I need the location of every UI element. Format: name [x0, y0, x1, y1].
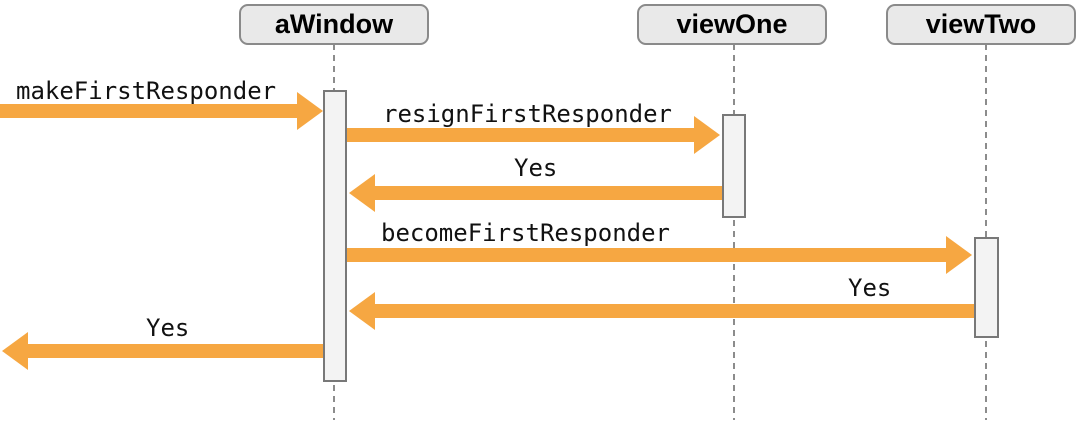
arrow-head-icon — [349, 292, 375, 330]
arrow-head-icon — [694, 116, 720, 154]
message-label-resign-first-responder: resignFirstResponder — [383, 100, 672, 128]
arrow-become-first-responder — [347, 236, 972, 274]
lifeline-viewone — [733, 44, 735, 420]
arrow-shaft — [347, 248, 946, 262]
actor-box-viewtwo: viewTwo — [886, 4, 1076, 45]
message-label-become-first-responder: becomeFirstResponder — [381, 219, 670, 247]
arrow-head-icon — [349, 174, 375, 212]
actor-box-viewone: viewOne — [637, 4, 827, 45]
actor-label-viewone: viewOne — [676, 9, 788, 39]
actor-label-awindow: aWindow — [274, 9, 394, 39]
message-label-yes-awindow: Yes — [146, 314, 190, 342]
arrow-shaft — [0, 104, 297, 118]
lifeline-viewtwo — [985, 44, 987, 420]
actor-box-awindow: aWindow — [239, 4, 429, 45]
arrow-shaft — [28, 344, 323, 358]
message-label-yes-viewone: Yes — [514, 154, 558, 182]
arrow-return-yes-awindow — [2, 332, 323, 370]
arrow-resign-first-responder — [347, 116, 720, 154]
arrow-head-icon — [297, 92, 323, 130]
arrow-return-yes-viewtwo — [349, 292, 974, 330]
message-label-make-first-responder: makeFirstResponder — [16, 77, 277, 105]
arrow-head-icon — [946, 236, 972, 274]
arrow-shaft — [375, 186, 722, 200]
activation-bar-viewtwo — [974, 237, 999, 338]
arrow-make-first-responder — [0, 92, 323, 130]
arrow-shaft — [347, 128, 694, 142]
arrow-head-icon — [2, 332, 28, 370]
activation-bar-awindow — [323, 90, 347, 382]
message-label-yes-viewtwo: Yes — [848, 274, 892, 302]
actor-label-viewtwo: viewTwo — [925, 9, 1037, 39]
arrow-shaft — [375, 304, 974, 318]
activation-bar-viewone — [722, 114, 746, 218]
arrow-return-yes-viewone — [349, 174, 722, 212]
